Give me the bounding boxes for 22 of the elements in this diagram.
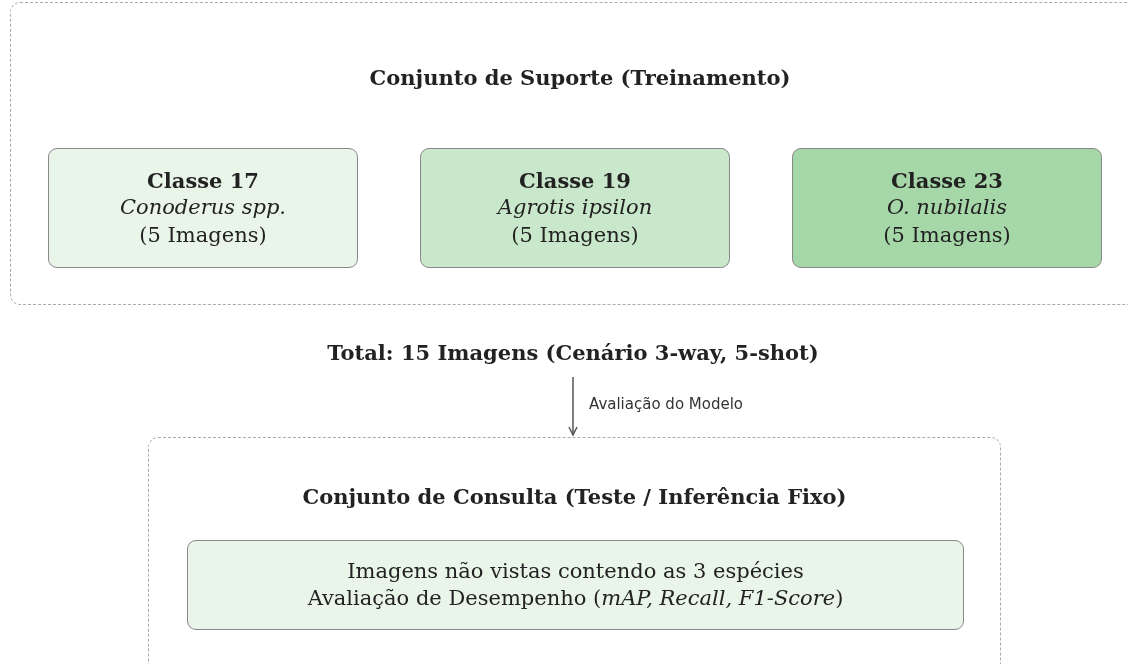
species-name: O. nubilalis — [887, 194, 1007, 222]
class-name: Classe 19 — [519, 167, 631, 195]
dashed-group-frame — [148, 437, 1001, 664]
group-title: Conjunto de Consulta (Teste / Inferência Fixo) — [301, 484, 848, 509]
class-name: Classe 23 — [891, 167, 1003, 195]
image-count: (5 Imagens) — [139, 221, 267, 249]
image-count: (5 Imagens) — [883, 221, 1011, 249]
class-box — [48, 148, 358, 268]
class-name: Classe 17 — [147, 167, 259, 195]
group-title: Conjunto de Suporte (Treinamento) — [368, 65, 792, 90]
box-text: Avaliação de Desempenho (mAP, Recall, F1-Score) — [307, 585, 844, 612]
species-name: Conoderus spp. — [119, 194, 287, 222]
dashed-group-frame — [10, 2, 1128, 305]
edge-label: Avaliação do Modelo — [587, 395, 746, 413]
summary-text: Total: 15 Imagens (Cenário 3-way, 5-shot) — [327, 340, 819, 365]
box-text: Imagens não vistas contendo as 3 espécies — [347, 557, 804, 585]
result-box — [187, 540, 964, 630]
class-box — [420, 148, 730, 268]
class-box — [792, 148, 1102, 268]
arrow — [568, 376, 578, 436]
species-name: Agrotis ipsilon — [497, 194, 653, 222]
image-count: (5 Imagens) — [511, 221, 639, 249]
